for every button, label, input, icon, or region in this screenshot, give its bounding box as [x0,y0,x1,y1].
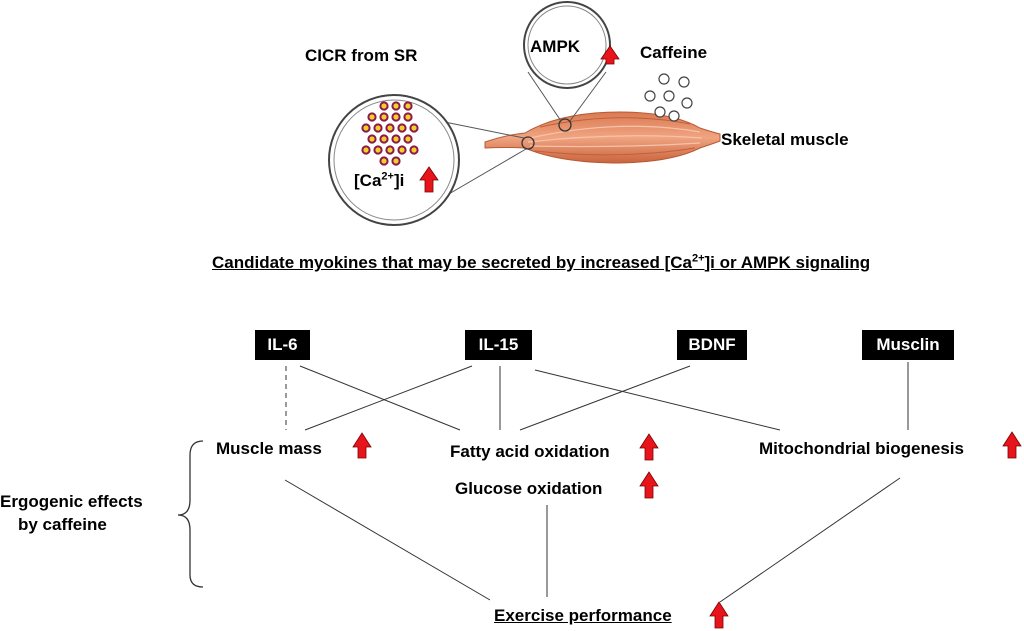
up-arrow-icon [709,601,729,629]
ca-spot-marker [521,136,535,150]
ampk-spot-marker [558,118,572,132]
up-arrow-icon [1002,431,1022,459]
calcium-ion-dot [403,112,413,122]
skeletal-muscle-label: Skeletal muscle [721,130,849,149]
calcium-ion-cluster [361,101,419,166]
caffeine-label: Caffeine [640,43,708,62]
calcium-ion-dot [409,123,419,133]
up-arrow-icon [419,166,439,193]
calcium-ion-dot [379,134,389,144]
myokine-box-bdnf: BDNF [677,330,747,360]
calcium-ion-dot [367,112,377,122]
zoom-line [569,71,607,122]
up-arrow-icon [639,471,659,499]
calcium-ion-dot [391,134,401,144]
connector-mito-performance [719,477,901,603]
myokine-box-musclin: Musclin [862,330,954,360]
effect-glucose-oxidation: Glucose oxidation [455,479,603,498]
connector-lines [284,362,909,603]
calcium-ion-dot [403,134,413,144]
calcium-ion-dot [397,123,407,133]
up-arrow-icon [352,432,372,459]
calcium-ion-dot [361,145,371,155]
calcium-ion-dot [385,123,395,133]
calcium-ion-dot [403,101,413,111]
ampk-magnifier [523,1,611,89]
connector-bdnf-fatty-acid [519,365,691,431]
skeletal-muscle-illustration [484,111,721,164]
curly-brace [177,440,204,588]
effect-fatty-acid-oxidation: Fatty acid oxidation [450,442,610,461]
ampk-label: AMPK [530,37,581,56]
effect-mitochondrial-biogenesis: Mitochondrial biogenesis [759,439,964,458]
calcium-ion-dot [397,145,407,155]
myokine-box-il15: IL-15 [465,330,532,360]
up-arrow-icon [639,433,659,461]
side-label-line1: Ergogenic effects [0,492,143,511]
candidate-myokines-heading: Candidate myokines that may be secreted … [212,252,871,272]
connector-muscle-mass-performance [284,479,491,601]
calcium-ion-dot [361,123,371,133]
calcium-ion-dot [385,145,395,155]
calcium-ion-dot [379,112,389,122]
calcium-ion-dot [379,156,389,166]
calcium-ion-dot [373,123,383,133]
myokine-box-il6: IL-6 [255,330,310,360]
connector-il6-fatty-acid [299,365,461,431]
calcium-ion-dot [379,101,389,111]
calcium-ion-dot [409,145,419,155]
caffeine-molecules [644,73,693,122]
zoom-line [527,71,562,122]
side-label-line2: by caffeine [18,515,107,534]
arrows [352,45,1022,629]
connector-il15-muscle-mass [304,365,473,431]
calcium-ion-dot [391,101,401,111]
calcium-label: [Ca2+]i [354,170,405,190]
calcium-ion-dot [391,112,401,122]
up-arrow-icon [600,45,620,65]
connector-il15-mito [534,369,781,431]
cicr-label: CICR from SR [305,46,418,65]
effect-muscle-mass: Muscle mass [216,439,322,458]
exercise-performance-label: Exercise performance [494,606,672,625]
calcium-ion-dot [391,156,401,166]
calcium-ion-dot [367,134,377,144]
calcium-ion-dot [373,145,383,155]
